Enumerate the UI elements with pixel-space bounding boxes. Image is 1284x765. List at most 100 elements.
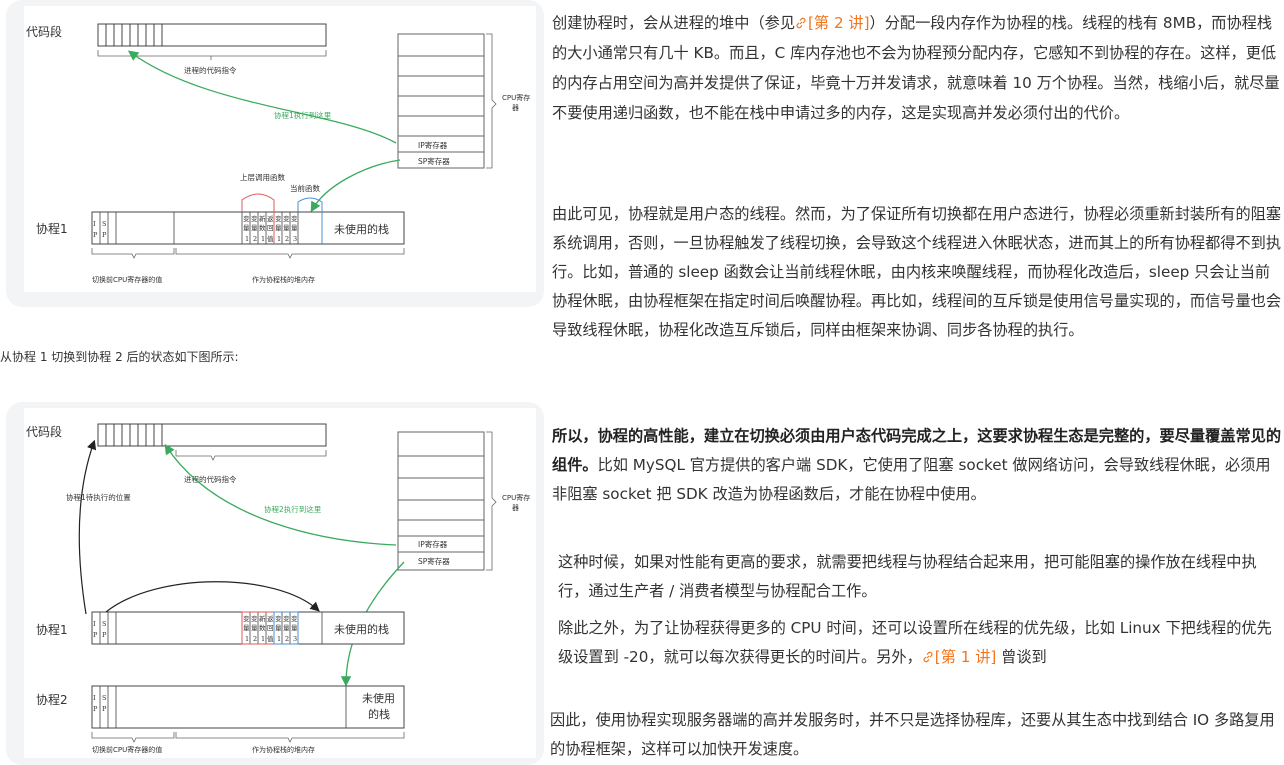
p5-text-a: 除此之外，为了让协程获得更多的 CPU 时间，还可以设置所在线程的优先级，比如 … (558, 619, 1272, 666)
svg-text:数: 数 (259, 623, 266, 632)
svg-text:变: 变 (291, 614, 298, 623)
paragraph-6: 因此，使用协程实现服务器端的高并发服务时，并不只是选择协程库，还要从其生态中找到… (550, 706, 1282, 764)
coroutine2-memory-bar (91, 685, 405, 729)
cpu-registers-label-1: CPU寄存 (502, 93, 530, 102)
right-brace (175, 248, 405, 259)
svg-text:3: 3 (293, 635, 297, 643)
p3-text: 比如 MySQL 官方提供的客户端 SDK，它使用了阻塞 socket 做网络访… (552, 456, 1271, 503)
svg-text:变: 变 (291, 214, 298, 223)
paragraph-5: 除此之外，为了让协程获得更多的 CPU 时间，还可以设置所在线程的优先级，比如 … (558, 614, 1280, 672)
current-func-label: 当前函数 (290, 183, 320, 193)
p3-bold-text: 所以，协程的高性能，建立在切换必须由用户态代码完成之上，这要求协程生态是完整的，… (552, 427, 1281, 474)
cpu-brace (486, 33, 497, 169)
svg-text:量: 量 (275, 624, 282, 632)
svg-text:数: 数 (259, 223, 266, 232)
svg-text:新: 新 (259, 214, 266, 223)
process-instructions-label: 进程的代码指令 (184, 474, 237, 484)
svg-text:变: 变 (251, 614, 258, 623)
cpu-registers-label-2: 器 (512, 504, 519, 512)
code-segment-ticks (105, 24, 163, 46)
svg-text:量: 量 (251, 224, 258, 232)
reg-cell-ip-2: P (93, 231, 98, 239)
svg-text:2: 2 (253, 635, 257, 643)
svg-text:量: 量 (275, 224, 282, 232)
svg-text:变: 变 (275, 214, 282, 223)
p1-text-b: ）分配一段内存作为协程的栈。线程的栈有 8MB，而协程栈的大小通常只有几十 KB… (552, 14, 1280, 122)
svg-text:变: 变 (251, 214, 258, 223)
process-instructions-label: 进程的代码指令 (184, 65, 237, 75)
svg-text:2: 2 (253, 235, 257, 243)
link-icon (922, 651, 934, 663)
lecture-2-link[interactable]: [第 2 讲] (808, 14, 870, 32)
current-frame-outline (273, 611, 299, 645)
svg-text:量: 量 (283, 624, 290, 632)
svg-text:返: 返 (267, 215, 274, 223)
coroutine1-memory-bar (91, 211, 405, 245)
svg-text:S: S (102, 620, 106, 628)
code-segment-label: 代码段 (26, 24, 62, 39)
code-segment-label: 代码段 (26, 424, 62, 439)
svg-text:1: 1 (261, 635, 265, 643)
brace-right-label: 作为协程栈的堆内存 (252, 745, 315, 754)
coroutine2-cells (99, 686, 347, 728)
svg-text:回: 回 (267, 624, 274, 632)
svg-text:值: 值 (267, 234, 274, 243)
upper-caller-label: 上层调用函数 (240, 172, 285, 182)
p4-text: 这种时候，如果对性能有更高的要求，就需要把线程与协程结合起来用，把可能阻塞的操作… (558, 553, 1257, 600)
link-icon (795, 17, 807, 29)
reg-cell-sp-1: S (102, 220, 106, 228)
left-brace (91, 248, 175, 259)
svg-text:变: 变 (243, 214, 250, 223)
cpu-brace (486, 431, 497, 571)
brace-right-label: 作为协程栈的堆内存 (252, 275, 315, 284)
svg-text:值: 值 (267, 634, 274, 643)
cpu-registers-label-1: CPU寄存 (502, 493, 530, 502)
p2-text: 由此可见，协程就是用户态的线程。然而，为了保证所有切换都在用户态进行，协程必须重… (552, 205, 1281, 339)
ip-pointer-arrow (164, 443, 397, 546)
svg-text:量: 量 (243, 624, 250, 632)
svg-text:P: P (93, 705, 98, 713)
figure-1-diagram: 代码段 进程的代码指令 IP寄存器 SP寄存器 CPU寄存 器 协程1执行到这里… (24, 6, 536, 292)
p6-text: 因此，使用协程实现服务器端的高并发服务时，并不只是选择协程库，还要从其生态中找到… (550, 711, 1275, 758)
cpu-register-stack (397, 33, 485, 169)
p5-text-b: 曾谈到 (996, 648, 1047, 666)
svg-text:量: 量 (291, 624, 298, 632)
code-segment-bar (97, 23, 327, 47)
upper-frame-outline (241, 193, 275, 244)
instructions-brace (175, 450, 327, 461)
current-frame-outline (297, 197, 323, 244)
svg-text:新: 新 (259, 614, 266, 623)
svg-text:1: 1 (261, 235, 265, 243)
figure-2-diagram: 代码段 进程的代码指令 IP寄存器 SP寄存器 CPU寄存 器 协程1待执行的位… (24, 408, 536, 758)
instructions-brace (97, 50, 327, 60)
reg-cell-sp-2: P (102, 231, 107, 239)
figure-caption: 从协程 1 切换到协程 2 后的状态如下图所示: (0, 350, 239, 364)
paragraph-3: 所以，协程的高性能，建立在切换必须由用户态代码完成之上，这要求协程生态是完整的，… (552, 422, 1282, 509)
sp-register-label: SP寄存器 (418, 156, 450, 166)
code-segment-ticks (105, 424, 163, 446)
svg-text:3: 3 (293, 235, 297, 243)
svg-text:P: P (102, 705, 107, 713)
code-segment-bar (97, 423, 327, 447)
svg-text:量: 量 (251, 624, 258, 632)
paragraph-1: 创建协程时，会从进程的堆中（参见[第 2 讲]）分配一段内存作为协程的栈。线程的… (552, 8, 1282, 128)
sp-pointer-arrow (310, 159, 401, 213)
brace-left-label: 切换前CPU寄存器的值 (92, 745, 162, 754)
svg-text:2: 2 (285, 635, 289, 643)
executed-here-label: 协程2执行到这里 (264, 504, 322, 514)
paragraph-4: 这种时候，如果对性能有更高的要求，就需要把线程与协程结合起来用，把可能阻塞的操作… (558, 548, 1280, 606)
svg-text:1: 1 (277, 635, 281, 643)
coroutine2-label: 协程2 (36, 692, 68, 707)
svg-text:P: P (93, 631, 98, 639)
coroutine1-pending-arrow (78, 439, 97, 615)
svg-text:P: P (102, 631, 107, 639)
brace-left-label: 切换前CPU寄存器的值 (92, 275, 162, 284)
coroutine1-memory-bar (91, 611, 405, 645)
svg-text:1: 1 (277, 235, 281, 243)
lecture-1-link[interactable]: [第 1 讲] (934, 648, 997, 666)
left-brace (91, 732, 175, 743)
coroutine1-pending-label: 协程1待执行的位置 (66, 492, 131, 502)
unused-stack-2-line2: 的栈 (368, 707, 390, 721)
svg-text:1: 1 (245, 635, 249, 643)
